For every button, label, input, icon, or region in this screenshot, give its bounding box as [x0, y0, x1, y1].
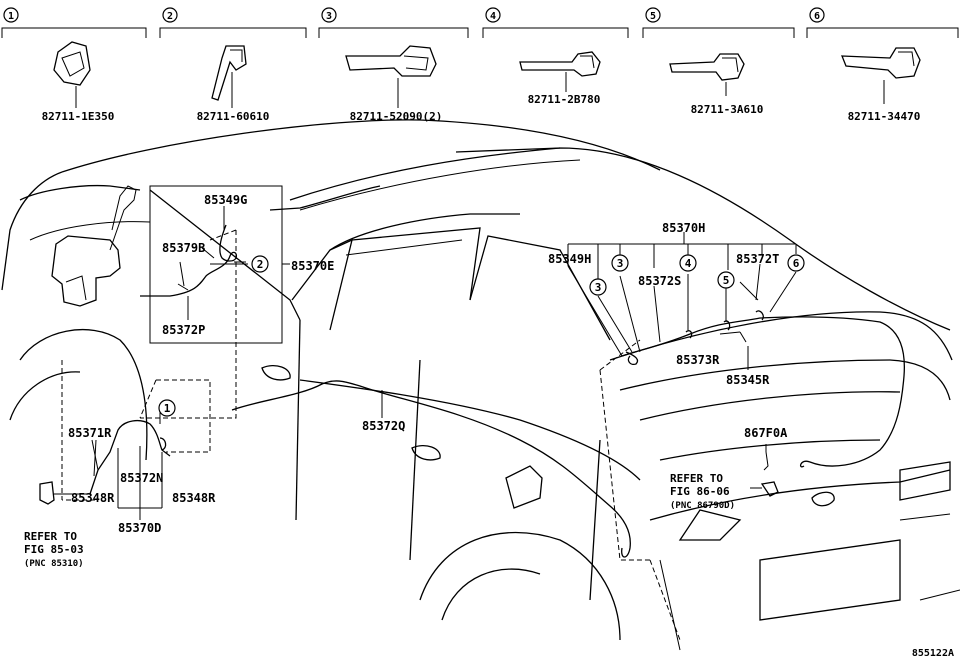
svg-text:FIG 85-03: FIG 85-03	[24, 543, 84, 556]
refer-note-right: REFER TO FIG 86-06 (PNC 86790D)	[670, 472, 735, 511]
dashed-boxes	[61, 229, 681, 641]
header-index-1: 1	[3, 7, 19, 23]
callout-85348R-right: 85348R	[172, 491, 216, 505]
svg-text:2: 2	[167, 11, 173, 22]
svg-text:4: 4	[490, 11, 496, 22]
marker-1: 1	[158, 399, 176, 417]
hose-85370E	[140, 224, 246, 297]
svg-text:(PNC 86790D): (PNC 86790D)	[670, 501, 735, 511]
washer-motor-front	[39, 481, 90, 505]
header-index-5: 5	[645, 7, 661, 23]
marker-4: 4	[679, 254, 697, 272]
part-82711-60610: 82711-60610	[197, 110, 270, 123]
svg-text:FIG 86-06: FIG 86-06	[670, 485, 730, 498]
callout-85349H: 85349H	[548, 252, 591, 266]
svg-text:3: 3	[326, 11, 332, 22]
callout-85379B: 85379B	[162, 241, 205, 255]
clip-6-drawing	[841, 47, 921, 104]
header-index-6: 6	[809, 7, 825, 23]
callout-85370H: 85370H	[662, 221, 705, 235]
svg-text:6: 6	[814, 11, 820, 22]
svg-text:3: 3	[595, 281, 602, 294]
vehicle-body	[1, 119, 960, 651]
svg-text:(PNC 85310): (PNC 85310)	[24, 559, 84, 569]
svg-text:REFER TO: REFER TO	[24, 530, 77, 543]
part-82711-2B780: 82711-2B780	[528, 93, 601, 106]
callout-85372S: 85372S	[638, 274, 681, 288]
callout-85372Q: 85372Q	[362, 419, 405, 433]
header-index-2: 2	[162, 7, 178, 23]
callout-85345R: 85345R	[726, 373, 770, 387]
hose-85372Q	[231, 380, 631, 558]
washer-motor-rear	[760, 451, 779, 497]
header-index-3: 3	[321, 7, 337, 23]
leader-lines	[91, 206, 797, 520]
hose-85370D	[89, 419, 171, 495]
callout-85373R: 85373R	[676, 353, 720, 367]
svg-text:4: 4	[685, 257, 692, 270]
callout-85348R-left: 85348R	[71, 491, 115, 505]
header-brackets	[1, 27, 959, 38]
callout-85370E: 85370E	[291, 259, 334, 273]
part-82711-1E350: 82711-1E350	[42, 110, 115, 123]
callout-867F0A: 867F0A	[744, 426, 788, 440]
clip-1-drawing	[53, 41, 91, 108]
svg-text:3: 3	[617, 257, 624, 270]
part-82711-3A610: 82711-3A610	[691, 103, 764, 116]
marker-5: 5	[717, 271, 735, 289]
svg-text:1: 1	[8, 11, 14, 22]
diagram-code: 855122A	[912, 648, 954, 659]
callout-85372T: 85372T	[736, 252, 779, 266]
clip-2-drawing	[211, 45, 247, 108]
marker-3b: 3	[589, 278, 607, 296]
clip-4-drawing	[519, 51, 601, 92]
clip-5-drawing	[669, 53, 745, 96]
svg-text:5: 5	[650, 11, 656, 22]
marker-6: 6	[787, 254, 805, 272]
svg-text:5: 5	[723, 274, 730, 287]
callout-85372N: 85372N	[120, 471, 163, 485]
part-82711-34470: 82711-34470	[848, 110, 921, 123]
callout-85349G: 85349G	[204, 193, 247, 207]
marker-2: 2	[251, 255, 269, 273]
svg-text:6: 6	[793, 257, 800, 270]
clip-3-drawing	[345, 45, 437, 108]
callout-85370D: 85370D	[118, 521, 161, 535]
marker-3a: 3	[611, 254, 629, 272]
refer-note-left: REFER TO FIG 85-03 (PNC 85310)	[24, 530, 84, 569]
svg-text:2: 2	[257, 258, 264, 271]
callout-85371R: 85371R	[68, 426, 112, 440]
svg-text:REFER TO: REFER TO	[670, 472, 723, 485]
header-index-4: 4	[485, 7, 501, 23]
svg-text:1: 1	[164, 402, 171, 415]
hose-85370H	[621, 281, 906, 468]
callout-85372P: 85372P	[162, 323, 205, 337]
